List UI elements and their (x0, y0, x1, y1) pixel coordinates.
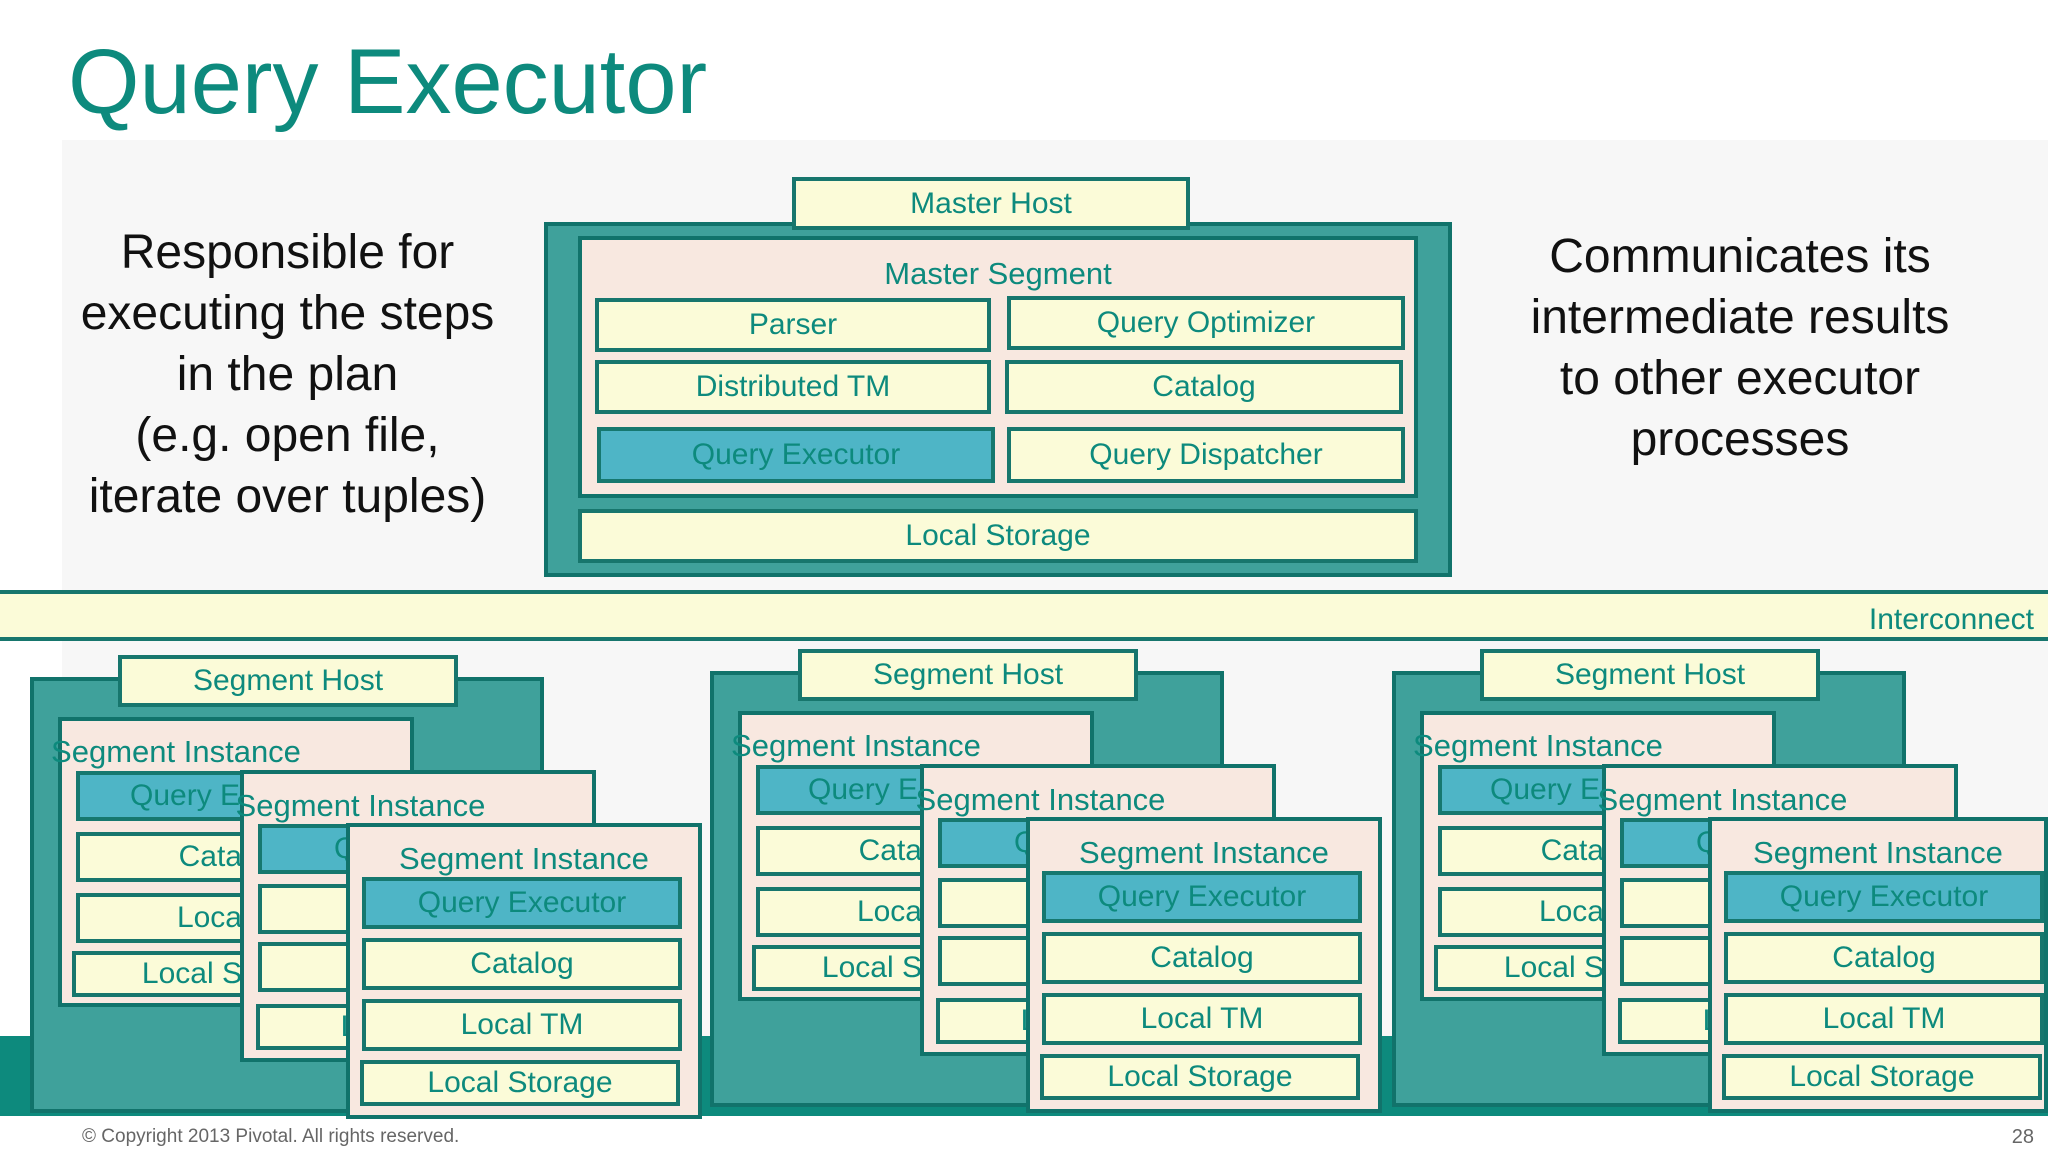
catalog-box: Catalog (1724, 932, 2044, 984)
catalog-box: Catalog (1005, 360, 1403, 414)
segment-instance-label: Segment Instance (399, 841, 649, 876)
parser-box: Parser (595, 298, 991, 352)
local-storage-box: Local Storage (360, 1060, 680, 1106)
local-tm-box: Loca (756, 887, 926, 937)
catalog-box: Cata (76, 832, 246, 882)
segment-instance-label: Segment Instance (1597, 782, 1848, 817)
catalog-box: Catalog (362, 938, 682, 990)
local-tm-box: Local TM (1724, 993, 2044, 1045)
master-segment-label: Master Segment (884, 256, 1112, 291)
right-description-line: intermediate results (1530, 291, 1950, 344)
query-dispatcher-box: Query Dispatcher (1007, 427, 1405, 483)
interconnect-label: Interconnect (1868, 603, 2034, 636)
segment-instance-label: Segment Instance (915, 782, 1166, 817)
query-executor-box: Query E (76, 771, 246, 821)
right-description-line: processes (1630, 413, 1850, 466)
page-number: 28 (2011, 1126, 2034, 1148)
local-storage-box: Local Storage (1722, 1054, 2042, 1100)
left-description-line: iterate over tuples) (88, 470, 487, 523)
query-executor-box: Query Executor (1724, 871, 2044, 923)
local-tm-box: Loca (76, 893, 246, 943)
query-executor-box: Query Executor (362, 877, 682, 929)
left-description-line: Responsible for (120, 226, 455, 279)
catalog-box: Catalog (1042, 932, 1362, 984)
catalog-box: Cata (756, 826, 926, 876)
distributed-tm-box: Distributed TM (595, 360, 991, 414)
segment-instance-label: Segment Instance (51, 734, 301, 769)
local-tm-box: Loca (1438, 887, 1608, 937)
slide-title: Query Executor (68, 31, 708, 133)
segment-host-label: Segment Host (798, 649, 1138, 701)
local-storage-box: Local S (1434, 945, 1608, 991)
query-optimizer-box: Query Optimizer (1007, 296, 1405, 350)
right-description-line: Communicates its (1549, 230, 1931, 283)
segment-instance-label: Segment Instance (1413, 728, 1663, 763)
local-tm-box: Local TM (362, 999, 682, 1051)
segment-instance-label: Segment Instance (235, 788, 486, 823)
master-local-storage-box: Local Storage (578, 509, 1418, 563)
local-storage-box: Local S (72, 951, 246, 997)
catalog-box: Cata (1438, 826, 1608, 876)
local-tm-box: Local TM (1042, 993, 1362, 1045)
segment-host-label: Segment Host (118, 655, 458, 707)
left-description-line: (e.g. open file, (135, 409, 440, 462)
master-query-executor-box: Query Executor (597, 427, 995, 483)
left-description-line: executing the steps (80, 287, 495, 340)
copyright-footer: © Copyright 2013 Pivotal. All rights res… (82, 1126, 460, 1147)
query-executor-box: Query Executor (1042, 871, 1362, 923)
local-storage-box: Local S (752, 945, 926, 991)
segment-instance-label: Segment Instance (731, 728, 981, 763)
left-description: Responsible for executing the steps in t… (50, 222, 525, 527)
query-executor-box: Query E (756, 765, 926, 815)
left-description-line: in the plan (176, 348, 399, 401)
right-description-line: to other executor (1559, 352, 1921, 405)
master-host-label: Master Host (792, 177, 1190, 230)
segment-instance-label: Segment Instance (1079, 835, 1329, 870)
segment-host-label: Segment Host (1480, 649, 1820, 701)
interconnect-bar: Interconnect (0, 590, 2048, 641)
segment-instance-label: Segment Instance (1753, 835, 2003, 870)
right-description: Communicates its intermediate results to… (1480, 226, 2000, 470)
local-storage-box: Local Storage (1040, 1054, 1360, 1100)
query-executor-box: Query E (1438, 765, 1608, 815)
